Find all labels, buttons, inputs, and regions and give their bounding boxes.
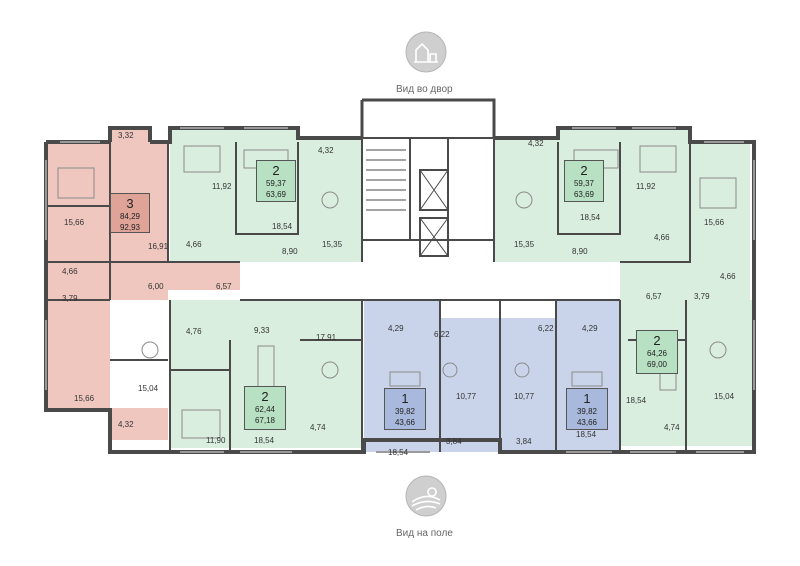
room-area-label: 8,90 [282,247,298,256]
room-area-label: 15,04 [714,392,735,401]
room-area-label: 6,57 [216,282,232,291]
apartment-tag-2-top-right[interactable]: 2 59,37 63,69 [564,160,604,202]
apartment-area-living: 39,82 [394,407,416,416]
apartment-area-total: 69,00 [646,360,668,369]
room-area-label: 4,76 [186,327,202,336]
apartment-area-total: 92,93 [119,223,141,232]
apartment-tag-2-top-left[interactable]: 2 59,37 63,69 [256,160,296,202]
apartment-tag-3-left[interactable]: 3 84,29 92,93 [110,193,150,233]
room-area-label: 18,54 [626,396,647,405]
apartment-rooms: 1 [583,391,591,406]
room-area-label: 4,32 [118,420,134,429]
room-area-label: 6,22 [434,330,450,339]
room-area-label: 18,54 [272,222,293,231]
room-area-label: 6,57 [646,292,662,301]
apartment-zone-2-right-outer [620,142,750,300]
room-area-label: 16,91 [148,242,169,251]
room-area-label: 10,77 [456,392,477,401]
apartment-rooms: 2 [261,389,269,404]
room-area-label: 6,22 [538,324,554,333]
apartment-area-living: 64,26 [646,349,668,358]
room-area-label: 8,90 [572,247,588,256]
room-area-label: 15,66 [704,218,725,227]
apartment-area-total: 63,69 [573,190,595,199]
room-area-label: 15,35 [322,240,343,249]
room-area-label: 15,66 [74,394,95,403]
apartment-area-living: 84,29 [119,212,141,221]
room-area-label: 3,32 [118,131,134,140]
room-area-label: 11,92 [636,182,656,191]
field-view-icon [405,475,447,517]
apartment-tag-1-left[interactable]: 1 39,82 43,66 [384,388,426,430]
apartment-area-total: 43,66 [394,418,416,427]
room-area-label: 4,66 [62,267,78,276]
apartment-area-living: 59,37 [265,179,287,188]
view-label-courtyard: Вид во двор [396,84,453,95]
room-area-label: 6,00 [148,282,164,291]
apartment-area-living: 59,37 [573,179,595,188]
room-area-label: 3,79 [62,294,78,303]
windows [45,127,755,453]
room-area-label: 18,54 [580,213,601,222]
room-area-label: 17,91 [316,333,337,342]
apartment-rooms: 3 [126,196,134,211]
corridor [240,262,620,300]
apartment-area-living: 62,44 [254,405,276,414]
apartment-tag-1-right[interactable]: 1 39,82 43,66 [566,388,608,430]
room-area-label: 18,54 [576,430,597,439]
room-area-label: 4,74 [664,423,680,432]
room-area-label: 4,29 [388,324,404,333]
room-area-label: 15,04 [138,384,159,393]
apartment-area-total: 63,69 [265,190,287,199]
room-area-label: 15,35 [514,240,535,249]
apartment-rooms: 2 [272,163,280,178]
room-area-label: 4,29 [582,324,598,333]
room-area-label: 4,32 [318,146,334,155]
apartment-area-total: 43,66 [576,418,598,427]
room-area-label: 3,84 [446,437,462,446]
room-area-label: 10,77 [514,392,535,401]
room-area-label: 9,33 [254,326,270,335]
apartment-area-total: 67,18 [254,416,276,425]
room-area-label: 18,54 [388,448,409,457]
courtyard-view-icon [405,31,447,73]
apartment-zone-2-bottom-left [170,300,362,448]
room-area-label: 4,66 [654,233,670,242]
apartment-tag-2-right[interactable]: 2 64,26 69,00 [636,330,678,374]
room-area-label: 18,54 [254,436,275,445]
room-area-label: 11,92 [212,182,232,191]
apartment-rooms: 1 [401,391,409,406]
room-area-label: 4,66 [186,240,202,249]
apartment-tag-2-bottom-left[interactable]: 2 62,44 67,18 [244,386,286,430]
room-area-label: 3,79 [694,292,710,301]
room-area-label: 4,66 [720,272,736,281]
room-area-label: 3,84 [516,437,532,446]
room-area-label: 15,66 [64,218,85,227]
room-area-label: 11,90 [206,436,226,445]
apartment-area-living: 39,82 [576,407,598,416]
view-label-field: Вид на поле [396,528,453,539]
room-area-label: 4,32 [528,139,544,148]
apartment-rooms: 2 [580,163,588,178]
apartment-rooms: 2 [653,333,661,348]
room-area-label: 4,74 [310,423,326,432]
